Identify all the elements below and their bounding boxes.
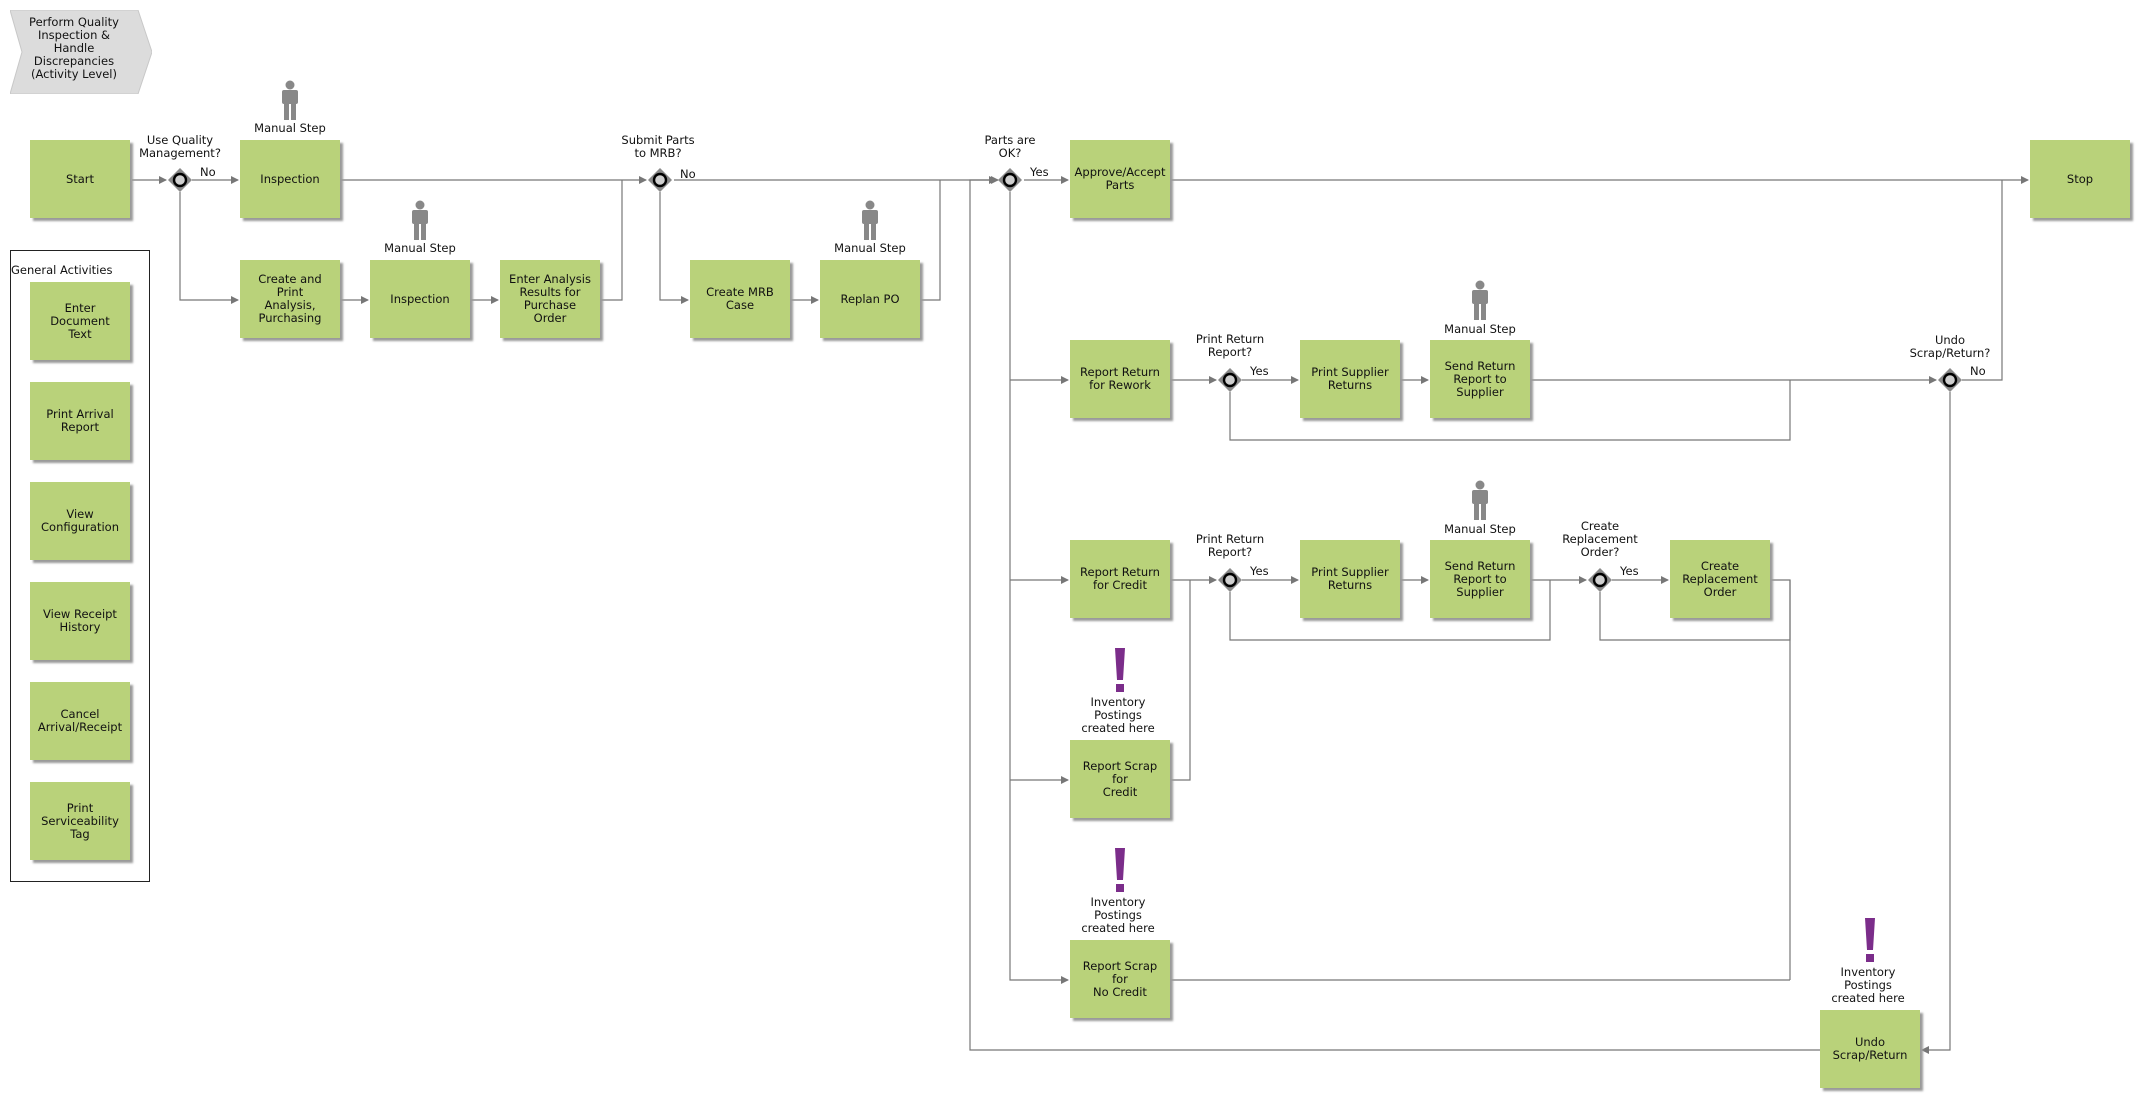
general-activities-title: General Activities bbox=[11, 263, 113, 277]
enter-analysis-results-step[interactable]: Enter Analysis Results for Purchase Orde… bbox=[500, 260, 600, 338]
manual-step-label-3: Manual Step bbox=[834, 241, 906, 255]
parts-ok-gateway[interactable] bbox=[998, 168, 1022, 192]
stop-node[interactable]: Stop bbox=[2030, 140, 2130, 218]
branch-label-no-2: No bbox=[680, 167, 696, 181]
inventory-postings-label-1: Inventory Postings created here bbox=[1081, 695, 1155, 735]
branch-label-yes-4: Yes bbox=[1620, 564, 1639, 578]
print-return-question-1: Print Return Report? bbox=[1195, 332, 1265, 359]
parts-ok-question: Parts are OK? bbox=[984, 133, 1036, 160]
manual-step-person-icon-3 bbox=[862, 200, 878, 240]
send-return-report-step-1[interactable]: Send Return Report to Supplier bbox=[1430, 340, 1530, 418]
submit-mrb-question: Submit Parts to MRB? bbox=[621, 133, 695, 160]
inventory-exclamation-icon-2 bbox=[1115, 848, 1125, 892]
inventory-postings-label-2: Inventory Postings created here bbox=[1081, 895, 1155, 935]
create-replacement-order-step[interactable]: Create Replacement Order bbox=[1670, 540, 1770, 618]
report-return-rework-step[interactable]: Report Return for Rework bbox=[1070, 340, 1170, 418]
create-replacement-gateway[interactable] bbox=[1588, 568, 1612, 592]
print-return-report-gateway-1[interactable] bbox=[1218, 368, 1242, 392]
print-return-question-2: Print Return Report? bbox=[1195, 532, 1265, 559]
submit-mrb-gateway[interactable] bbox=[648, 168, 672, 192]
report-return-credit-step[interactable]: Report Return for Credit bbox=[1070, 540, 1170, 618]
manual-step-label-2: Manual Step bbox=[384, 241, 456, 255]
quality-management-gateway[interactable] bbox=[168, 168, 192, 192]
manual-step-person-icon-4 bbox=[1472, 280, 1488, 320]
general-activities-group: General Activities bbox=[10, 250, 150, 882]
view-configuration-button[interactable]: View Configuration bbox=[30, 482, 130, 560]
send-return-report-step-2[interactable]: Send Return Report to Supplier bbox=[1430, 540, 1530, 618]
branch-label-yes-2: Yes bbox=[1250, 364, 1269, 378]
undo-scrap-return-gateway[interactable] bbox=[1938, 368, 1962, 392]
create-print-analysis-step[interactable]: Create and Print Analysis, Purchasing bbox=[240, 260, 340, 338]
enter-document-text-button[interactable]: Enter Document Text bbox=[30, 282, 130, 360]
inventory-exclamation-icon-3 bbox=[1865, 918, 1875, 962]
create-replacement-question: Create Replacement Order? bbox=[1562, 519, 1638, 559]
manual-step-person-icon-1 bbox=[282, 80, 298, 120]
manual-step-label-5: Manual Step bbox=[1444, 522, 1516, 536]
print-return-report-gateway-2[interactable] bbox=[1218, 568, 1242, 592]
cancel-arrival-receipt-button[interactable]: Cancel Arrival/Receipt bbox=[30, 682, 130, 760]
print-supplier-returns-step-2[interactable]: Print Supplier Returns bbox=[1300, 540, 1400, 618]
manual-step-label-1: Manual Step bbox=[254, 121, 326, 135]
print-serviceability-tag-button[interactable]: Print Serviceability Tag bbox=[30, 782, 130, 860]
manual-step-person-icon-5 bbox=[1472, 480, 1488, 520]
inspection-step-2[interactable]: Inspection bbox=[370, 260, 470, 338]
manual-step-label-4: Manual Step bbox=[1444, 322, 1516, 336]
view-receipt-history-button[interactable]: View Receipt History bbox=[30, 582, 130, 660]
start-node[interactable]: Start bbox=[30, 140, 130, 218]
print-supplier-returns-step-1[interactable]: Print Supplier Returns bbox=[1300, 340, 1400, 418]
branch-label-yes-1: Yes bbox=[1030, 165, 1049, 179]
process-title: Perform Quality Inspection & Handle Disc… bbox=[29, 15, 119, 81]
replan-po-step[interactable]: Replan PO bbox=[820, 260, 920, 338]
inventory-postings-label-3: Inventory Postings created here bbox=[1831, 965, 1905, 1005]
print-arrival-report-button[interactable]: Print Arrival Report bbox=[30, 382, 130, 460]
process-title-chevron bbox=[10, 10, 152, 94]
report-scrap-credit-step[interactable]: Report Scrap for Credit bbox=[1070, 740, 1170, 818]
branch-label-yes-3: Yes bbox=[1250, 564, 1269, 578]
branch-label-no-1: No bbox=[200, 165, 216, 179]
undo-scrap-return-step[interactable]: Undo Scrap/Return bbox=[1820, 1010, 1920, 1088]
report-scrap-no-credit-step[interactable]: Report Scrap for No Credit bbox=[1070, 940, 1170, 1018]
inventory-exclamation-icon-1 bbox=[1115, 648, 1125, 692]
undo-scrap-return-question: Undo Scrap/Return? bbox=[1909, 333, 1991, 360]
approve-accept-parts-step[interactable]: Approve/Accept Parts bbox=[1070, 140, 1170, 218]
create-mrb-case-step[interactable]: Create MRB Case bbox=[690, 260, 790, 338]
manual-step-person-icon-2 bbox=[412, 200, 428, 240]
branch-label-no-3: No bbox=[1970, 364, 1986, 378]
quality-management-question: Use Quality Management? bbox=[139, 133, 221, 160]
inspection-step-1[interactable]: Inspection bbox=[240, 140, 340, 218]
